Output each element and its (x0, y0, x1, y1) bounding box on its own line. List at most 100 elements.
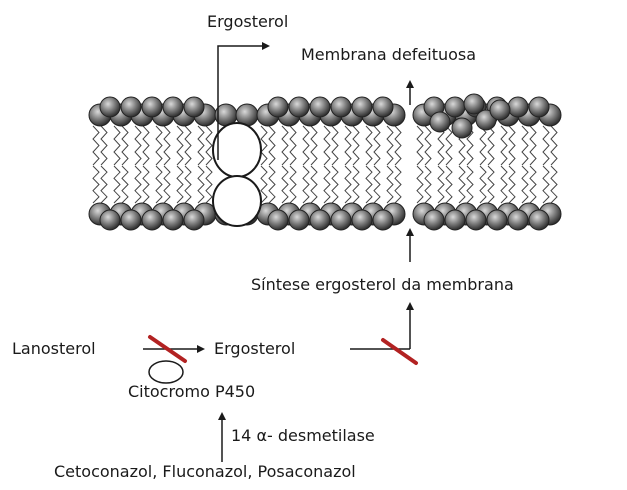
lipid-tail (345, 166, 351, 203)
lipid-tail (480, 126, 486, 165)
phospholipid-head (508, 210, 528, 230)
lipid-tail (114, 166, 120, 203)
lipid-tail (282, 166, 288, 203)
phospholipid-head (466, 210, 486, 230)
lipid-tail (374, 166, 380, 203)
lipid-tail (269, 126, 275, 165)
lipid-tail (324, 126, 330, 165)
phospholipid-head (430, 112, 450, 132)
lipid-tail (122, 126, 128, 165)
lipid-tail (332, 166, 338, 203)
lipid-tail (395, 126, 401, 165)
phospholipid-head (464, 94, 484, 114)
lipid-tail (374, 126, 380, 165)
phospholipid-head (163, 97, 183, 117)
lipid-tail (509, 126, 515, 165)
lipid-tail (101, 126, 107, 165)
lipid-tail (135, 166, 141, 203)
phospholipid-head (331, 210, 351, 230)
phospholipid-head (163, 210, 183, 230)
phospholipid-head (268, 210, 288, 230)
phospholipid-head (184, 97, 204, 117)
lipid-tail (114, 126, 120, 165)
phospholipid-head (142, 97, 162, 117)
lipid-tail (206, 126, 212, 165)
lipid-tail (551, 166, 557, 203)
phospholipid-head (424, 210, 444, 230)
phospholipid-head (445, 97, 465, 117)
cytochrome-label: Citocromo P450 (128, 384, 255, 400)
lipid-bilayer (89, 94, 561, 230)
lipid-tail (488, 166, 494, 203)
phospholipid-head (529, 210, 549, 230)
phospholipid-head (289, 97, 309, 117)
lipid-tail (522, 166, 528, 203)
lipid-tail (488, 126, 494, 165)
lipid-tail (501, 166, 507, 203)
phospholipid-head (331, 97, 351, 117)
phospholipid-head (529, 97, 549, 117)
lipid-tail (290, 126, 296, 165)
defective-membrane-label: Membrana defeituosa (301, 47, 476, 63)
lipid-tail (177, 126, 183, 165)
lipid-tail (185, 166, 191, 203)
lipid-tail (269, 166, 275, 203)
phospholipid-head (445, 210, 465, 230)
lipid-tail (261, 166, 267, 203)
lipid-tail (282, 126, 288, 165)
lipid-tail (522, 126, 528, 165)
phospholipid-head (310, 210, 330, 230)
lipid-tail (177, 166, 183, 203)
synthesis-label: Síntese ergosterol da membrana (251, 277, 514, 293)
phospholipid-head (142, 210, 162, 230)
phospholipid-head (268, 97, 288, 117)
lipid-tail (156, 166, 162, 203)
lipid-tail (198, 126, 204, 165)
lipid-tail (122, 166, 128, 203)
lipid-tail (551, 126, 557, 165)
phospholipid-head (100, 210, 120, 230)
lipid-tail (417, 166, 423, 203)
phospholipid-head (373, 97, 393, 117)
lipid-tail (446, 166, 452, 203)
phospholipid-head (289, 210, 309, 230)
lipid-tail (480, 166, 486, 203)
lipid-tail (530, 126, 536, 165)
lipid-tail (290, 166, 296, 203)
lanosterol-label: Lanosterol (12, 341, 96, 357)
phospholipid-head (310, 97, 330, 117)
lipid-tail (261, 126, 267, 165)
lipid-tail (353, 166, 359, 203)
lipid-tail (164, 166, 170, 203)
ergosterol-molecule-lower (213, 176, 261, 226)
ergosterol-molecule-upper (213, 123, 261, 177)
lipid-tail (501, 126, 507, 165)
lipid-tail (143, 126, 149, 165)
lipid-tail (101, 166, 107, 203)
lipid-tail (425, 166, 431, 203)
lipid-tail (156, 126, 162, 165)
lipid-tail (366, 166, 372, 203)
lipid-tail (543, 166, 549, 203)
lipid-tail (185, 126, 191, 165)
inhibition-mark-synthesis (383, 340, 416, 363)
lipid-tail (332, 126, 338, 165)
lipid-tail (509, 166, 515, 203)
phospholipid-head (352, 97, 372, 117)
phospholipid-head (121, 210, 141, 230)
lipid-tail (303, 166, 309, 203)
lipid-tail (459, 166, 465, 203)
desmetilase-label: 14 α- desmetilase (231, 428, 375, 444)
lipid-tail (164, 126, 170, 165)
lipid-tail (206, 166, 212, 203)
ergosterol-mid-label: Ergosterol (214, 341, 295, 357)
lipid-tail (530, 166, 536, 203)
lipid-tail (311, 126, 317, 165)
ergosterol-top-label: Ergosterol (207, 14, 288, 30)
phospholipid-head (184, 210, 204, 230)
lipid-tail (425, 126, 431, 165)
lipid-tail (143, 166, 149, 203)
lipid-tail (438, 166, 444, 203)
lipid-tail (366, 126, 372, 165)
